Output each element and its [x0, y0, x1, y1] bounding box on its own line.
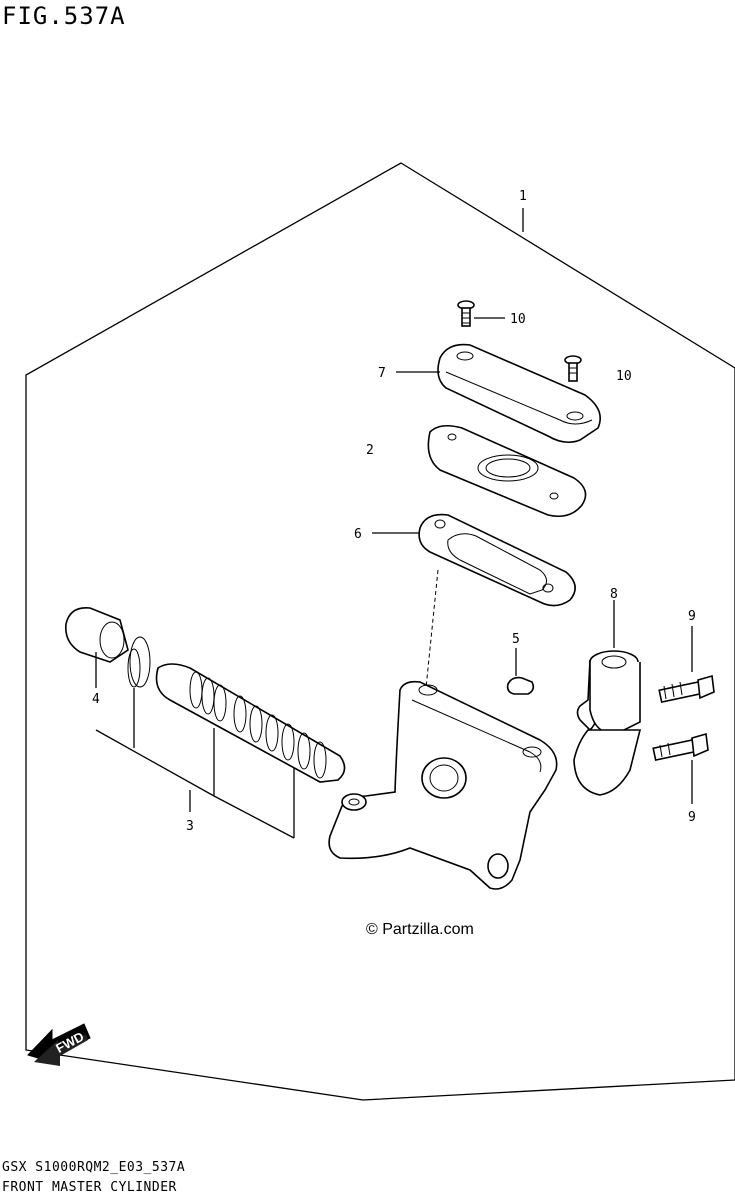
callout-8: 8: [610, 587, 618, 602]
callout-9-upper: 9: [688, 609, 696, 624]
dust-boot-part-4[interactable]: [64, 607, 129, 688]
boot-part-5[interactable]: [506, 648, 535, 695]
master-cylinder-body[interactable]: [328, 680, 558, 890]
callout-3: 3: [186, 819, 194, 834]
callout-4: 4: [92, 692, 100, 707]
union-fitting-part-8[interactable]: [573, 600, 642, 796]
callout-1: 1: [519, 189, 527, 204]
figure-code: GSX S1000RQM2_E03_537A: [2, 1160, 186, 1175]
bolt-part-9-lower[interactable]: [652, 732, 709, 804]
callout-9-lower: 9: [688, 810, 696, 825]
screw-part-10-right[interactable]: [564, 355, 582, 382]
figure-name: FRONT MASTER CYLINDER: [2, 1180, 177, 1195]
figure-title: FIG.537A: [2, 2, 126, 30]
snap-ring[interactable]: [127, 636, 151, 748]
diaphragm-plate-part-2[interactable]: [427, 424, 587, 518]
callout-10-right: 10: [616, 369, 632, 384]
partzilla-watermark: © Partzilla.com: [366, 921, 474, 938]
reservoir-cap-part-7[interactable]: [396, 343, 601, 444]
diaphragm-part-6[interactable]: [372, 513, 576, 689]
callout-6: 6: [354, 527, 362, 542]
assembly-outline: [25, 162, 735, 1101]
svg-text:FWD: FWD: [53, 1029, 86, 1056]
bolt-part-9-upper[interactable]: [658, 626, 715, 703]
callout-5: 5: [512, 632, 520, 647]
piston-kit-part-3[interactable]: [155, 663, 346, 838]
callout-bracket-3: [95, 729, 295, 839]
callout-7: 7: [378, 366, 386, 381]
callout-2: 2: [366, 443, 374, 458]
screw-part-10-top[interactable]: [457, 300, 505, 327]
callout-10-top: 10: [510, 312, 526, 327]
fwd-arrow-icon: FWD: [27, 1023, 91, 1066]
